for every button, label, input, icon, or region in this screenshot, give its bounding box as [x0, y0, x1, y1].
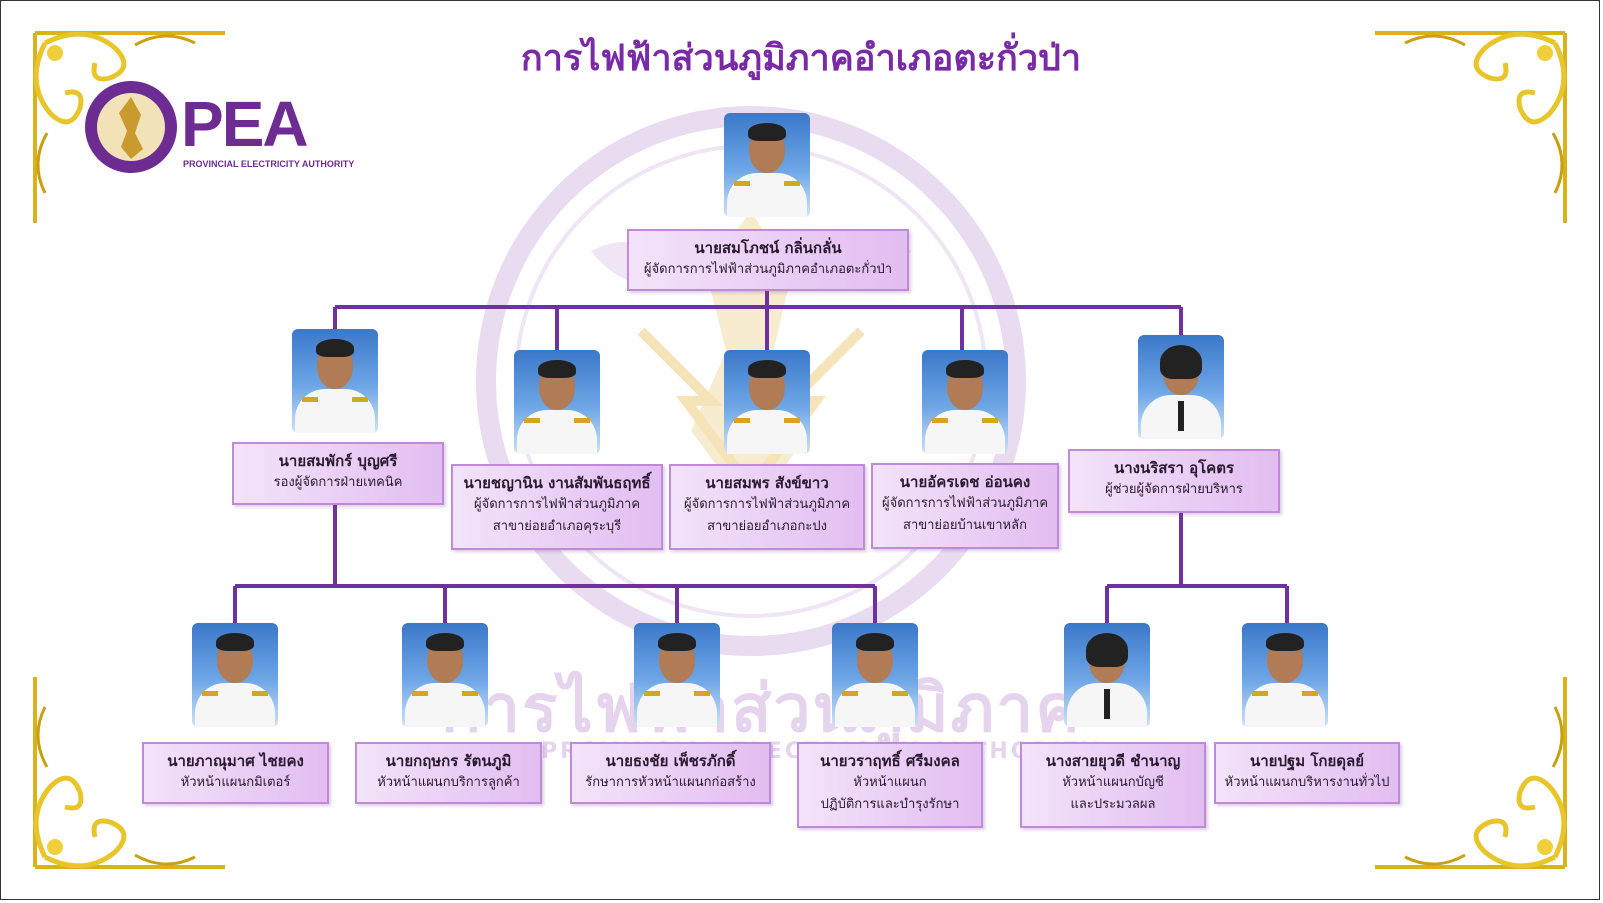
level2-position-3: ผู้จัดการการไฟฟ้าส่วนภูมิภาค	[683, 497, 851, 512]
level2-name-1: นายสมพักร์ บุญศรี	[278, 452, 398, 470]
watermark-thai-text: การไฟฟ้าส่วนภูมิภาค	[441, 670, 1082, 747]
level2-photo-1	[292, 329, 378, 433]
level2-position-1: รองผู้จัดการฝ่ายเทคนิค	[273, 475, 403, 490]
manager-position: ผู้จัดการการไฟฟ้าส่วนภูมิภาคอำเภอตะกั่วป…	[643, 262, 893, 277]
level3-position2-4: ปฏิบัติการและบำรุงรักษา	[820, 797, 960, 812]
level2-photo-2	[514, 350, 600, 454]
level3-card-5: นางสายยุวดี ชำนาญ หัวหน้าแผนกบัญชี และปร…	[1020, 742, 1206, 828]
manager-name: นายสมโภชน์ กลิ่นกลั่น	[694, 239, 842, 257]
level2-position-5: ผู้ช่วยผู้จัดการฝ่ายบริหาร	[1105, 482, 1243, 497]
corner-ornament-bottom-right	[1375, 677, 1567, 869]
level3-position-2: หัวหน้าแผนกบริการลูกค้า	[377, 775, 520, 790]
level3-position-4: หัวหน้าแผนก	[853, 775, 927, 790]
level3-position2-5: และประมวลผล	[1070, 797, 1156, 812]
level3-position-5: หัวหน้าแผนกบัญชี	[1062, 775, 1164, 790]
level2-name-5: นางนริสรา อุโคตร	[1113, 459, 1235, 477]
level2-card-2: นายชญานิน งานสัมพันธฤทธิ์ ผู้จัดการการไฟ…	[451, 464, 663, 550]
pea-seal-icon	[85, 81, 177, 173]
level2-name-2: นายชญานิน งานสัมพันธฤทธิ์	[463, 474, 651, 492]
level2-photo-4	[922, 350, 1008, 454]
level2-position-4: ผู้จัดการการไฟฟ้าส่วนภูมิภาค	[881, 496, 1049, 511]
level3-name-4: นายวราฤทธิ์ ศรีมงคล	[820, 752, 960, 770]
corner-ornament-top-right	[1375, 31, 1567, 223]
corner-ornament-top-left	[33, 31, 225, 223]
level2-card-1: นายสมพักร์ บุญศรี รองผู้จัดการฝ่ายเทคนิค	[232, 442, 444, 505]
level3-name-1: นายภาณุมาศ ไชยคง	[167, 752, 304, 770]
level3-card-3: นายธงชัย เพ็ชรภักดิ์ รักษาการหัวหน้าแผนก…	[570, 742, 771, 804]
level3-photo-2	[402, 623, 488, 727]
level3-position-1: หัวหน้าแผนกมิเตอร์	[180, 775, 291, 790]
level2-card-3: นายสมพร สังข์ขาว ผู้จัดการการไฟฟ้าส่วนภู…	[669, 464, 865, 550]
corner-ornament-bottom-left	[33, 677, 225, 869]
level3-name-5: นางสายยุวดี ชำนาญ	[1045, 752, 1181, 770]
pea-logo: PEA PROVINCIAL ELECTRICITY AUTHORITY	[83, 79, 355, 179]
page-title: การไฟฟ้าส่วนภูมิภาคอำเภอตะกั่วป่า	[520, 38, 1082, 79]
level2-position2-2: สาขาย่อยอำเภอคุระบุรี	[492, 519, 622, 534]
level3-name-3: นายธงชัย เพ็ชรภักดิ์	[605, 752, 736, 770]
level3-card-4: นายวราฤทธิ์ ศรีมงคล หัวหน้าแผนก ปฏิบัติก…	[797, 742, 983, 828]
level2-card-5: นางนริสรา อุโคตร ผู้ช่วยผู้จัดการฝ่ายบริ…	[1068, 449, 1280, 513]
level3-photo-5	[1064, 623, 1150, 727]
pea-logo-subtitle: PROVINCIAL ELECTRICITY AUTHORITY	[183, 159, 355, 169]
level3-name-2: นายกฤษกร รัตนภูมิ	[385, 752, 512, 770]
level2-position-2: ผู้จัดการการไฟฟ้าส่วนภูมิภาค	[473, 497, 641, 512]
level2-card-4: นายอัครเดช อ่อนคง ผู้จัดการการไฟฟ้าส่วนภ…	[871, 463, 1059, 549]
level2-name-4: นายอัครเดช อ่อนคง	[899, 473, 1031, 491]
level2-position2-3: สาขาย่อยอำเภอกะปง	[707, 519, 827, 534]
level3-card-2: นายกฤษกร รัตนภูมิ หัวหน้าแผนกบริการลูกค้…	[355, 742, 542, 804]
level3-card-6: นายปฐม โกยดุลย์ หัวหน้าแผนกบริหารงานทั่ว…	[1214, 742, 1400, 804]
level3-position-6: หัวหน้าแผนกบริหารงานทั่วไป	[1224, 775, 1390, 790]
manager-photo	[724, 113, 810, 217]
level2-position2-4: สาขาย่อยบ้านเขาหลัก	[903, 518, 1027, 533]
level3-photo-4	[832, 623, 918, 727]
level3-position-3: รักษาการหัวหน้าแผนกก่อสร้าง	[585, 775, 756, 790]
manager-card: นายสมโภชน์ กลิ่นกลั่น ผู้จัดการการไฟฟ้าส…	[627, 229, 909, 291]
level3-photo-3	[634, 623, 720, 727]
level3-photo-6	[1242, 623, 1328, 727]
level3-name-6: นายปฐม โกยดุลย์	[1249, 752, 1365, 770]
pea-logo-text: PEA	[181, 88, 309, 160]
level2-photo-3	[724, 350, 810, 454]
level3-photo-1	[192, 623, 278, 727]
level2-name-3: นายสมพร สังข์ขาว	[705, 474, 829, 492]
level3-card-1: นายภาณุมาศ ไชยคง หัวหน้าแผนกมิเตอร์	[142, 742, 329, 804]
level2-photo-5	[1138, 335, 1224, 439]
